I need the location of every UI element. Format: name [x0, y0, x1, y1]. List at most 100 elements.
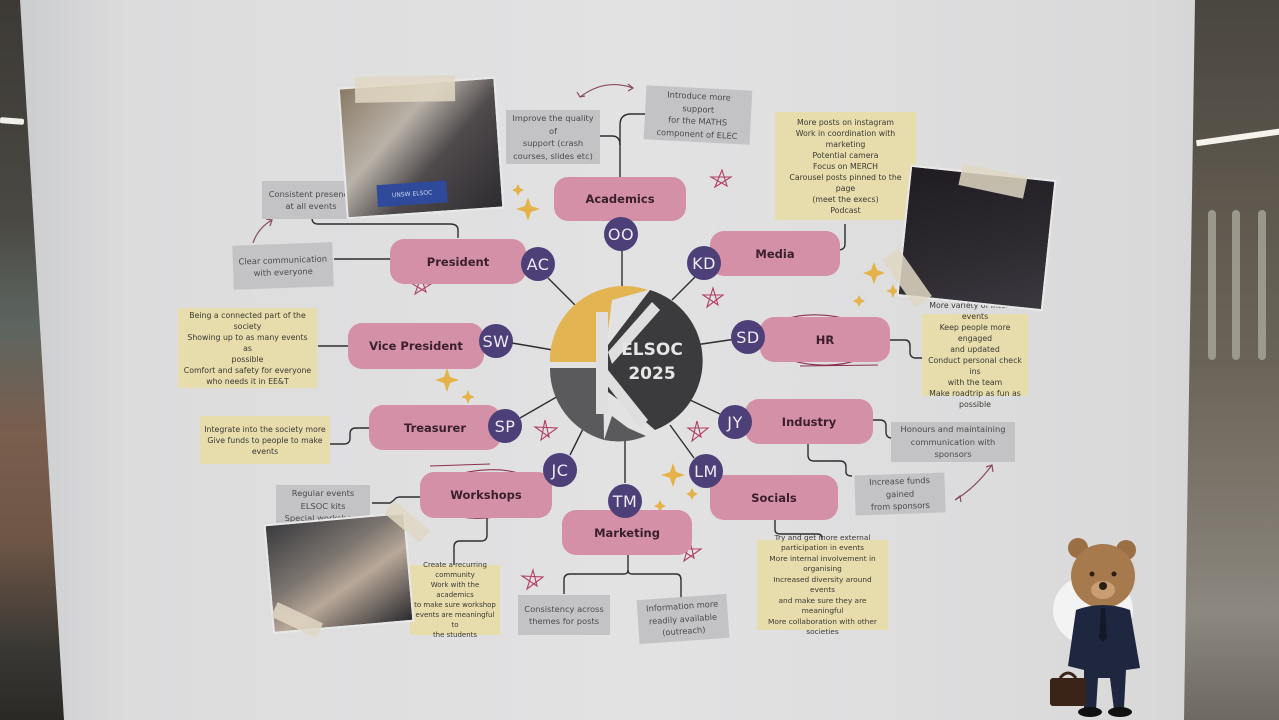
note-line: Carousel posts pinned to the page — [789, 172, 902, 193]
note-academics-quality: Improve the quality of support (crash co… — [506, 110, 600, 164]
note-line: to make sure workshop — [414, 601, 496, 609]
note-line: Showing up to as many events as — [187, 332, 308, 353]
note-line: Work in coordination with — [795, 128, 896, 138]
initials-badge-president: AC — [521, 247, 555, 281]
role-label: Socials — [751, 490, 797, 505]
doodle-arrows — [252, 83, 994, 503]
role-pill-treasurer: Treasurer — [369, 405, 501, 450]
note-line: societies — [806, 627, 839, 636]
note-line: support (crash — [522, 138, 584, 148]
note-line: possible — [231, 354, 264, 364]
note-line: courses, slides etc) — [513, 150, 593, 161]
note-line: with everyone — [253, 265, 313, 279]
note-line: communication with sponsors — [910, 436, 996, 460]
tape — [354, 75, 456, 103]
note-marketing-consistency: Consistency across themes for posts — [518, 595, 610, 635]
initials-text: SD — [736, 327, 760, 347]
note-line: More posts on instagram — [797, 117, 894, 127]
role-label: HR — [815, 332, 835, 347]
note-line: and updated — [950, 345, 1000, 354]
role-label: Industry — [781, 414, 837, 429]
note-hr: More variety of internal events Keep peo… — [922, 301, 1028, 409]
initials-badge-workshops: JC — [543, 453, 577, 487]
background-post — [1232, 210, 1240, 360]
note-line: Give funds to people to make — [207, 435, 323, 445]
role-label: Workshops — [450, 488, 522, 502]
note-media: More posts on instagram Work in coordina… — [775, 112, 916, 220]
note-line: events are meaningful to — [415, 611, 495, 629]
note-line: Try and get more external — [774, 532, 871, 542]
role-pill-hr: HR — [760, 317, 890, 362]
note-line: community — [435, 571, 475, 579]
initials-text: LM — [694, 461, 718, 481]
teddy-bear-in-suit-sticker — [1050, 538, 1140, 717]
note-line: Regular events — [291, 488, 355, 499]
note-line: Consistent presence — [268, 188, 354, 199]
note-line: marketing — [825, 139, 866, 149]
note-line: ELSOC kits — [300, 500, 346, 511]
role-pill-president: President — [390, 239, 526, 284]
note-line: Podcast — [830, 205, 861, 215]
note-line: from sponsors — [870, 500, 931, 513]
initials-badge-academics: OO — [604, 217, 638, 251]
role-pill-vice-president: Vice President — [348, 323, 484, 369]
note-vice-president: Being a connected part of the society Sh… — [178, 308, 317, 388]
initials-badge-socials: LM — [689, 454, 723, 488]
initials-badge-hr: SD — [731, 320, 765, 354]
center-title-name: ELSOC — [621, 340, 683, 360]
note-line: Conduct personal check ins — [928, 356, 1022, 376]
note-line: Improve the quality of — [512, 113, 594, 136]
note-line: society — [233, 321, 262, 331]
note-line: Comfort and safety for everyone — [183, 365, 312, 375]
note-line: Being a connected part of the — [189, 310, 306, 320]
elsoc-logo — [549, 285, 703, 442]
note-socials: Try and get more external participation … — [757, 533, 888, 636]
center-title-year: 2025 — [628, 364, 676, 384]
initials-badge-media: KD — [687, 246, 721, 280]
initials-badge-industry: JY — [718, 405, 752, 439]
initials-text: JY — [727, 412, 743, 432]
role-label: Treasurer — [404, 420, 466, 435]
note-line: Work with the academics — [430, 581, 480, 599]
initials-text: TM — [612, 491, 638, 511]
note-line: More internal involvement in — [769, 553, 876, 563]
note-line: Honours and maintaining — [900, 424, 1006, 435]
note-workshops-community: Create a recurring community Work with t… — [410, 561, 500, 639]
role-label: Vice President — [369, 339, 463, 353]
note-line: Consistency across — [524, 603, 604, 614]
initials-text: OO — [607, 224, 635, 244]
note-industry-honours: Honours and maintaining communication wi… — [891, 422, 1015, 462]
note-line: possible — [959, 400, 991, 409]
role-label: Academics — [585, 192, 655, 206]
initials-text: AC — [526, 254, 550, 274]
note-line: Focus on MERCH — [813, 161, 878, 171]
role-pill-industry: Industry — [745, 399, 873, 444]
note-line: (meet the execs) — [812, 194, 879, 204]
note-treasurer: Integrate into the society more Give fun… — [200, 416, 330, 464]
note-line: events — [251, 446, 279, 456]
note-industry-funds: Increase funds gained from sponsors — [854, 472, 946, 516]
note-academics-maths: Introduce more support for the MATHS com… — [643, 85, 753, 145]
note-line: at all events — [285, 201, 337, 211]
note-line: Potential camera — [812, 150, 879, 160]
note-president-communication: Clear communication with everyone — [232, 242, 334, 290]
note-line: who needs it in EE&T — [206, 376, 289, 386]
note-line: Keep people more engaged — [939, 323, 1011, 343]
note-line: the students — [432, 631, 478, 639]
role-pill-academics: Academics — [554, 177, 686, 221]
role-label: President — [426, 254, 490, 269]
initials-text: SP — [494, 416, 516, 436]
background-post — [1258, 210, 1266, 360]
initials-badge-marketing: TM — [608, 484, 642, 518]
role-pill-workshops: Workshops — [420, 472, 552, 518]
initials-badge-vice-president: SW — [479, 324, 513, 358]
note-line: Integrate into the society more — [204, 424, 326, 434]
note-line: themes for posts — [528, 616, 600, 626]
note-line: participation in events — [780, 543, 865, 552]
note-line: Increase funds gained — [869, 475, 931, 500]
photo-sign: UNSW ELSOC — [376, 180, 448, 208]
center-title: ELSOC 2025 — [612, 338, 692, 386]
role-pill-socials: Socials — [710, 475, 838, 520]
